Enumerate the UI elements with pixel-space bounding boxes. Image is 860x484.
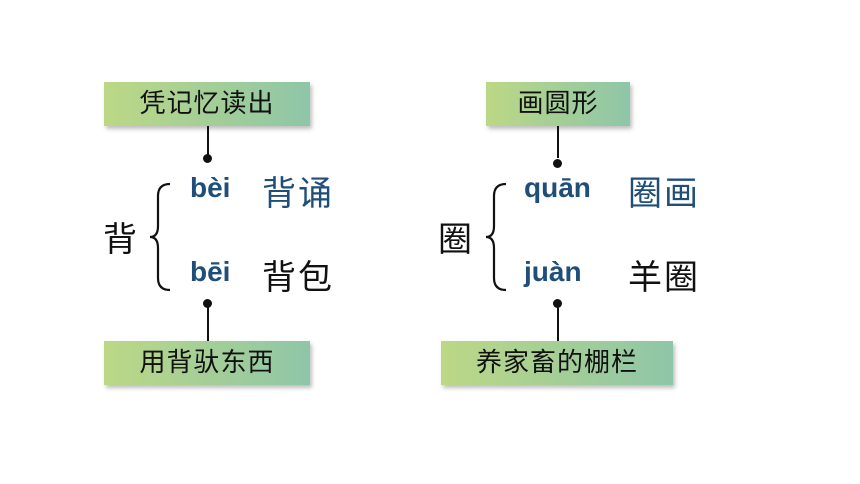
right-reading-2-word: 羊圈	[628, 258, 700, 298]
right-top-connector-dot	[553, 159, 562, 168]
left-reading-1-pinyin: bèi	[190, 172, 231, 203]
right-reading-2-pinyin: juàn	[524, 256, 582, 287]
left-reading-1-word: 背诵	[262, 174, 334, 214]
left-reading-2-pinyin: bēi	[190, 256, 231, 287]
right-bottom-meaning-box: 养家畜的棚栏	[441, 341, 673, 385]
right-bottom-connector	[557, 303, 559, 341]
right-brace-icon	[485, 182, 507, 292]
right-reading-1-pinyin: quān	[524, 172, 591, 203]
left-bottom-connector	[207, 303, 209, 341]
left-head-character: 背	[103, 220, 137, 260]
left-brace-icon	[149, 182, 171, 292]
right-reading-1-word: 圈画	[628, 174, 700, 214]
right-top-connector	[557, 126, 559, 158]
left-top-meaning-box: 凭记忆读出	[104, 82, 310, 126]
left-top-connector	[207, 126, 209, 158]
right-top-meaning-box: 画圆形	[486, 82, 630, 126]
left-top-connector-dot	[203, 154, 212, 163]
left-reading-2-word: 背包	[262, 258, 334, 298]
right-head-character: 圈	[438, 220, 472, 260]
left-bottom-meaning-box: 用背驮东西	[104, 341, 310, 385]
